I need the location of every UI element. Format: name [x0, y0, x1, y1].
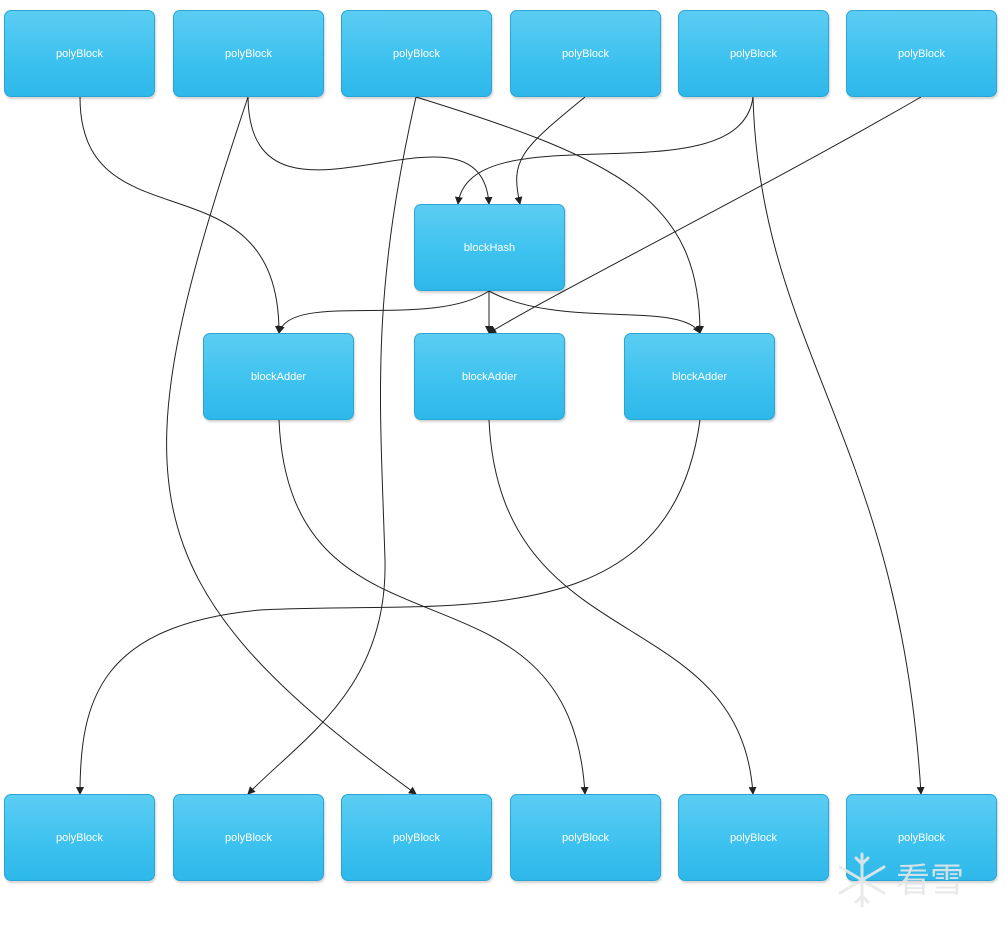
top-polyblock-4[interactable]: polyBlock [510, 10, 661, 97]
bottom-polyblock-6[interactable]: polyBlock [846, 794, 997, 881]
connector-adder-1-to-bottom-4 [488, 419, 757, 795]
connector-adder-2-to-bottom-0 [76, 419, 701, 795]
top-polyblock-3[interactable]: polyBlock [341, 10, 492, 97]
connector-hash-to-adder-2 [488, 290, 701, 334]
connector-top-4-to-hash [454, 96, 754, 205]
top-polyblock-1[interactable]: polyBlock [4, 10, 155, 97]
connector-hash-to-adder-0 [276, 290, 490, 334]
blockhash-node[interactable]: blockHash [414, 204, 565, 291]
bottom-polyblock-5[interactable]: polyBlock [678, 794, 829, 881]
bottom-polyblock-1[interactable]: polyBlock [4, 794, 155, 881]
connector-adder-0-to-bottom-3 [278, 419, 589, 795]
top-polyblock-6[interactable]: polyBlock [846, 10, 997, 97]
top-polyblock-5[interactable]: polyBlock [678, 10, 829, 97]
blockadder-node-1[interactable]: blockAdder [203, 333, 354, 420]
blockadder-node-2[interactable]: blockAdder [414, 333, 565, 420]
blockadder-node-3[interactable]: blockAdder [624, 333, 775, 420]
connector-top-1-to-hash [247, 96, 493, 205]
connector-top-0-to-adder-0 [79, 96, 283, 334]
top-polyblock-2[interactable]: polyBlock [173, 10, 324, 97]
connector-top-3-to-hash [514, 96, 586, 205]
connector-top-2-to-bottom-1 [247, 96, 417, 795]
connector-top-1-to-bottom-2 [166, 96, 417, 795]
bottom-polyblock-2[interactable]: polyBlock [173, 794, 324, 881]
connector-top-4-to-bottom-5 [752, 96, 925, 795]
bottom-polyblock-3[interactable]: polyBlock [341, 794, 492, 881]
bottom-polyblock-4[interactable]: polyBlock [510, 794, 661, 881]
